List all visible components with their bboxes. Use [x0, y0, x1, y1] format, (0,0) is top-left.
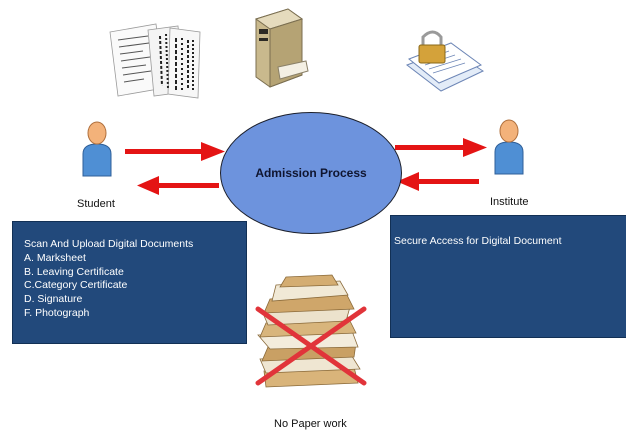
person-icon	[82, 121, 112, 177]
list-item: B. Leaving Certificate	[24, 265, 124, 278]
arrow-student-to-process	[125, 142, 225, 161]
person-icon	[494, 119, 524, 175]
student-label: Student	[77, 198, 115, 210]
paper-stack-icon	[257, 274, 361, 388]
student-documents-panel: Scan And Upload Digital Documents A. Mar…	[12, 221, 247, 344]
no-paper-label: No Paper work	[274, 418, 347, 430]
admission-process-label: Admission Process	[255, 166, 367, 180]
list-item: C.Category Certificate	[24, 279, 128, 292]
arrow-process-to-student	[137, 176, 219, 195]
server-icon	[254, 8, 309, 88]
arrow-process-to-institute	[395, 138, 487, 157]
admission-process-node: Admission Process	[220, 112, 402, 234]
list-item: D. Signature	[24, 293, 83, 306]
cross-icon	[255, 306, 367, 386]
arrow-institute-to-process	[397, 172, 479, 191]
institute-panel-title: Secure Access for Digital Document	[394, 235, 562, 247]
institute-access-panel: Secure Access for Digital Document	[390, 215, 626, 338]
locked-documents-icon	[405, 30, 485, 92]
document-list: A. Marksheet B. Leaving Certificate C.Ca…	[24, 252, 246, 321]
list-item: F. Photograph	[24, 306, 90, 319]
documents-icon	[109, 23, 201, 99]
student-panel-title: Scan And Upload Digital Documents	[24, 238, 194, 250]
list-item: A. Marksheet	[24, 251, 86, 264]
institute-label: Institute	[490, 196, 529, 208]
